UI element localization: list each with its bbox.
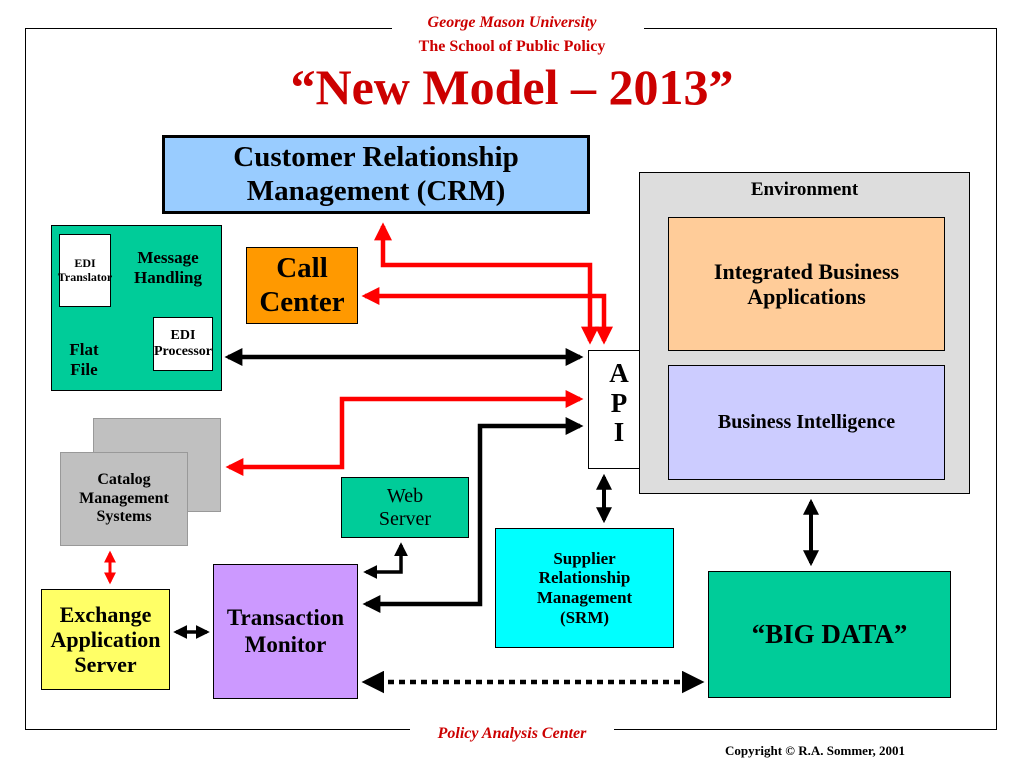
message-handling-line1: Message [137,248,199,267]
crm-label-line1: Customer Relationship [233,141,519,174]
arrow-api-call-center [361,287,613,345]
message-handling-label: Message Handling [118,248,218,287]
call-center-label-line1: Call [276,252,328,285]
api-letter-i: I [613,417,625,448]
environment-label: Environment [750,179,859,200]
header-mask [392,14,644,60]
flat-file-line2: File [70,359,98,379]
edi-translator-label-line2: Translator [57,269,113,284]
exchange-application-server-box[interactable]: Exchange Application Server [41,589,170,690]
exchange-label-line3: Server [74,652,137,678]
slide-title: “New Model – 2013” [290,59,734,115]
transaction-monitor-label-line1: Transaction [226,605,345,631]
api-letter-a: A [609,358,629,388]
transaction-monitor-label-line2: Monitor [244,631,327,657]
arrow-api-catalog [225,390,584,476]
call-center-label-line2: Center [259,285,345,318]
big-data-label: “BIG DATA” [751,618,908,649]
catalog-label-line1: Catalog [97,471,151,489]
transaction-monitor-box[interactable]: Transaction Monitor [213,564,358,699]
copyright-notice: Copyright © R.A. Sommer, 2001 [724,743,906,758]
iba-label-line2: Applications [747,284,866,309]
edi-translator-label-line1: EDI [74,255,96,270]
integrated-business-applications-box[interactable]: Integrated Business Applications [668,217,945,351]
message-handling-line2: Handling [133,267,203,287]
call-center-box[interactable]: Call Center [246,247,358,324]
exchange-label-line2: Application [50,626,161,652]
edi-processor-box[interactable]: EDI Processor [153,317,213,371]
big-data-box[interactable]: “BIG DATA” [708,571,951,698]
flat-file-line1: Flat [69,340,99,359]
iba-label-line1: Integrated Business [713,258,900,284]
school-name: The School of Public Policy [418,38,606,55]
flat-file-label: Flat File [55,340,113,379]
api-letter-p: P [610,387,628,418]
university-name: George Mason University [427,14,597,31]
catalog-label-line3: Systems [96,508,152,526]
business-intelligence-box[interactable]: Business Intelligence [668,365,945,480]
arrow-api-crm [374,222,599,345]
edi-translator-box[interactable]: EDI Translator [57,234,113,307]
business-intelligence-label: Business Intelligence [717,411,896,433]
arrow-web-server-transaction-monitor [363,542,408,579]
catalog-label-line2: Management [79,489,169,507]
exchange-label-line1: Exchange [59,601,152,627]
edi-processor-label-line2: Processor [153,344,213,359]
arrow-api-transaction-monitor [362,417,584,613]
footer-mask [410,722,614,740]
catalog-management-box[interactable]: Catalog Management Systems [60,452,188,546]
crm-label-line2: Management (CRM) [246,174,506,207]
footer-center: Policy Analysis Center [437,725,587,742]
crm-box[interactable]: Customer Relationship Management (CRM) [162,135,590,214]
edi-processor-label-line1: EDI [170,327,196,343]
